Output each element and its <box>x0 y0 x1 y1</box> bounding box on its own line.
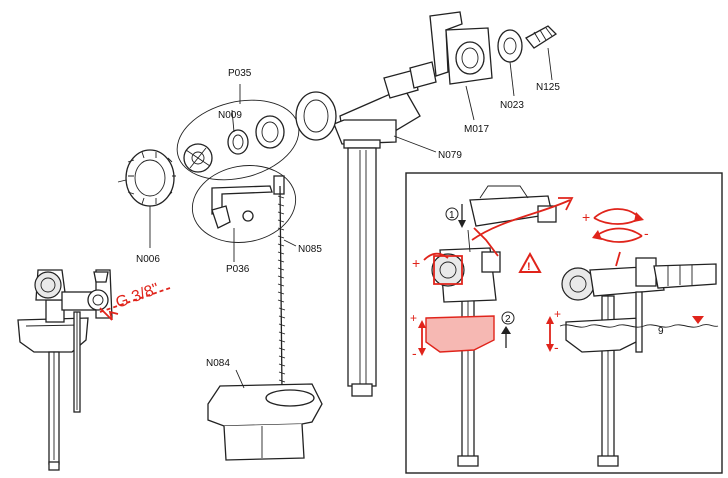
inset-valve-left <box>425 185 557 467</box>
label-n006: N006 <box>136 254 160 265</box>
label-n009: N009 <box>218 110 242 121</box>
part-p036-group <box>191 165 297 262</box>
plus-sign-left: + <box>412 255 420 271</box>
rotation-arrows: + - <box>582 208 649 243</box>
label-n125: N125 <box>536 82 560 93</box>
left-updown-arrow <box>418 320 426 356</box>
label-n085: N085 <box>298 244 322 255</box>
assembled-valve-side <box>17 269 113 471</box>
step-1-marker: 1 <box>445 204 466 228</box>
part-p035-group <box>176 84 300 181</box>
label-p036: P036 <box>226 264 250 275</box>
svg-text:1: 1 <box>449 210 455 221</box>
svg-text:-: - <box>644 225 649 241</box>
thread-label: G 3/8" <box>114 280 162 311</box>
right-updown-arrow <box>546 316 554 352</box>
part-n006 <box>117 149 176 248</box>
label-n079: N079 <box>438 150 462 161</box>
part-n084-cup <box>207 369 323 461</box>
part-n085-rod <box>277 185 297 393</box>
plus-sign-lower: + <box>410 311 417 325</box>
part-n079-body <box>295 61 437 397</box>
label-p035: P035 <box>228 68 252 79</box>
part-n125-connector <box>525 25 558 81</box>
svg-text:2: 2 <box>505 314 511 325</box>
minus-sign-lower: - <box>412 345 417 361</box>
svg-text:!: ! <box>527 261 531 273</box>
step-2-marker: 2 <box>501 311 515 348</box>
label-n084: N084 <box>206 358 230 369</box>
inset-valve-right <box>561 251 717 467</box>
label-m017: M017 <box>464 124 489 135</box>
minus-sign-right: - <box>554 339 559 355</box>
label-n023: N023 <box>500 100 524 111</box>
level-mark-digit: 9 <box>658 326 664 337</box>
svg-text:+: + <box>582 209 590 225</box>
warning-triangle-icon: ! <box>518 251 542 273</box>
plus-sign-right: + <box>554 307 561 321</box>
water-level: 9 <box>559 316 719 337</box>
part-m017-bracket <box>429 11 493 121</box>
part-n023-nut <box>497 29 523 97</box>
